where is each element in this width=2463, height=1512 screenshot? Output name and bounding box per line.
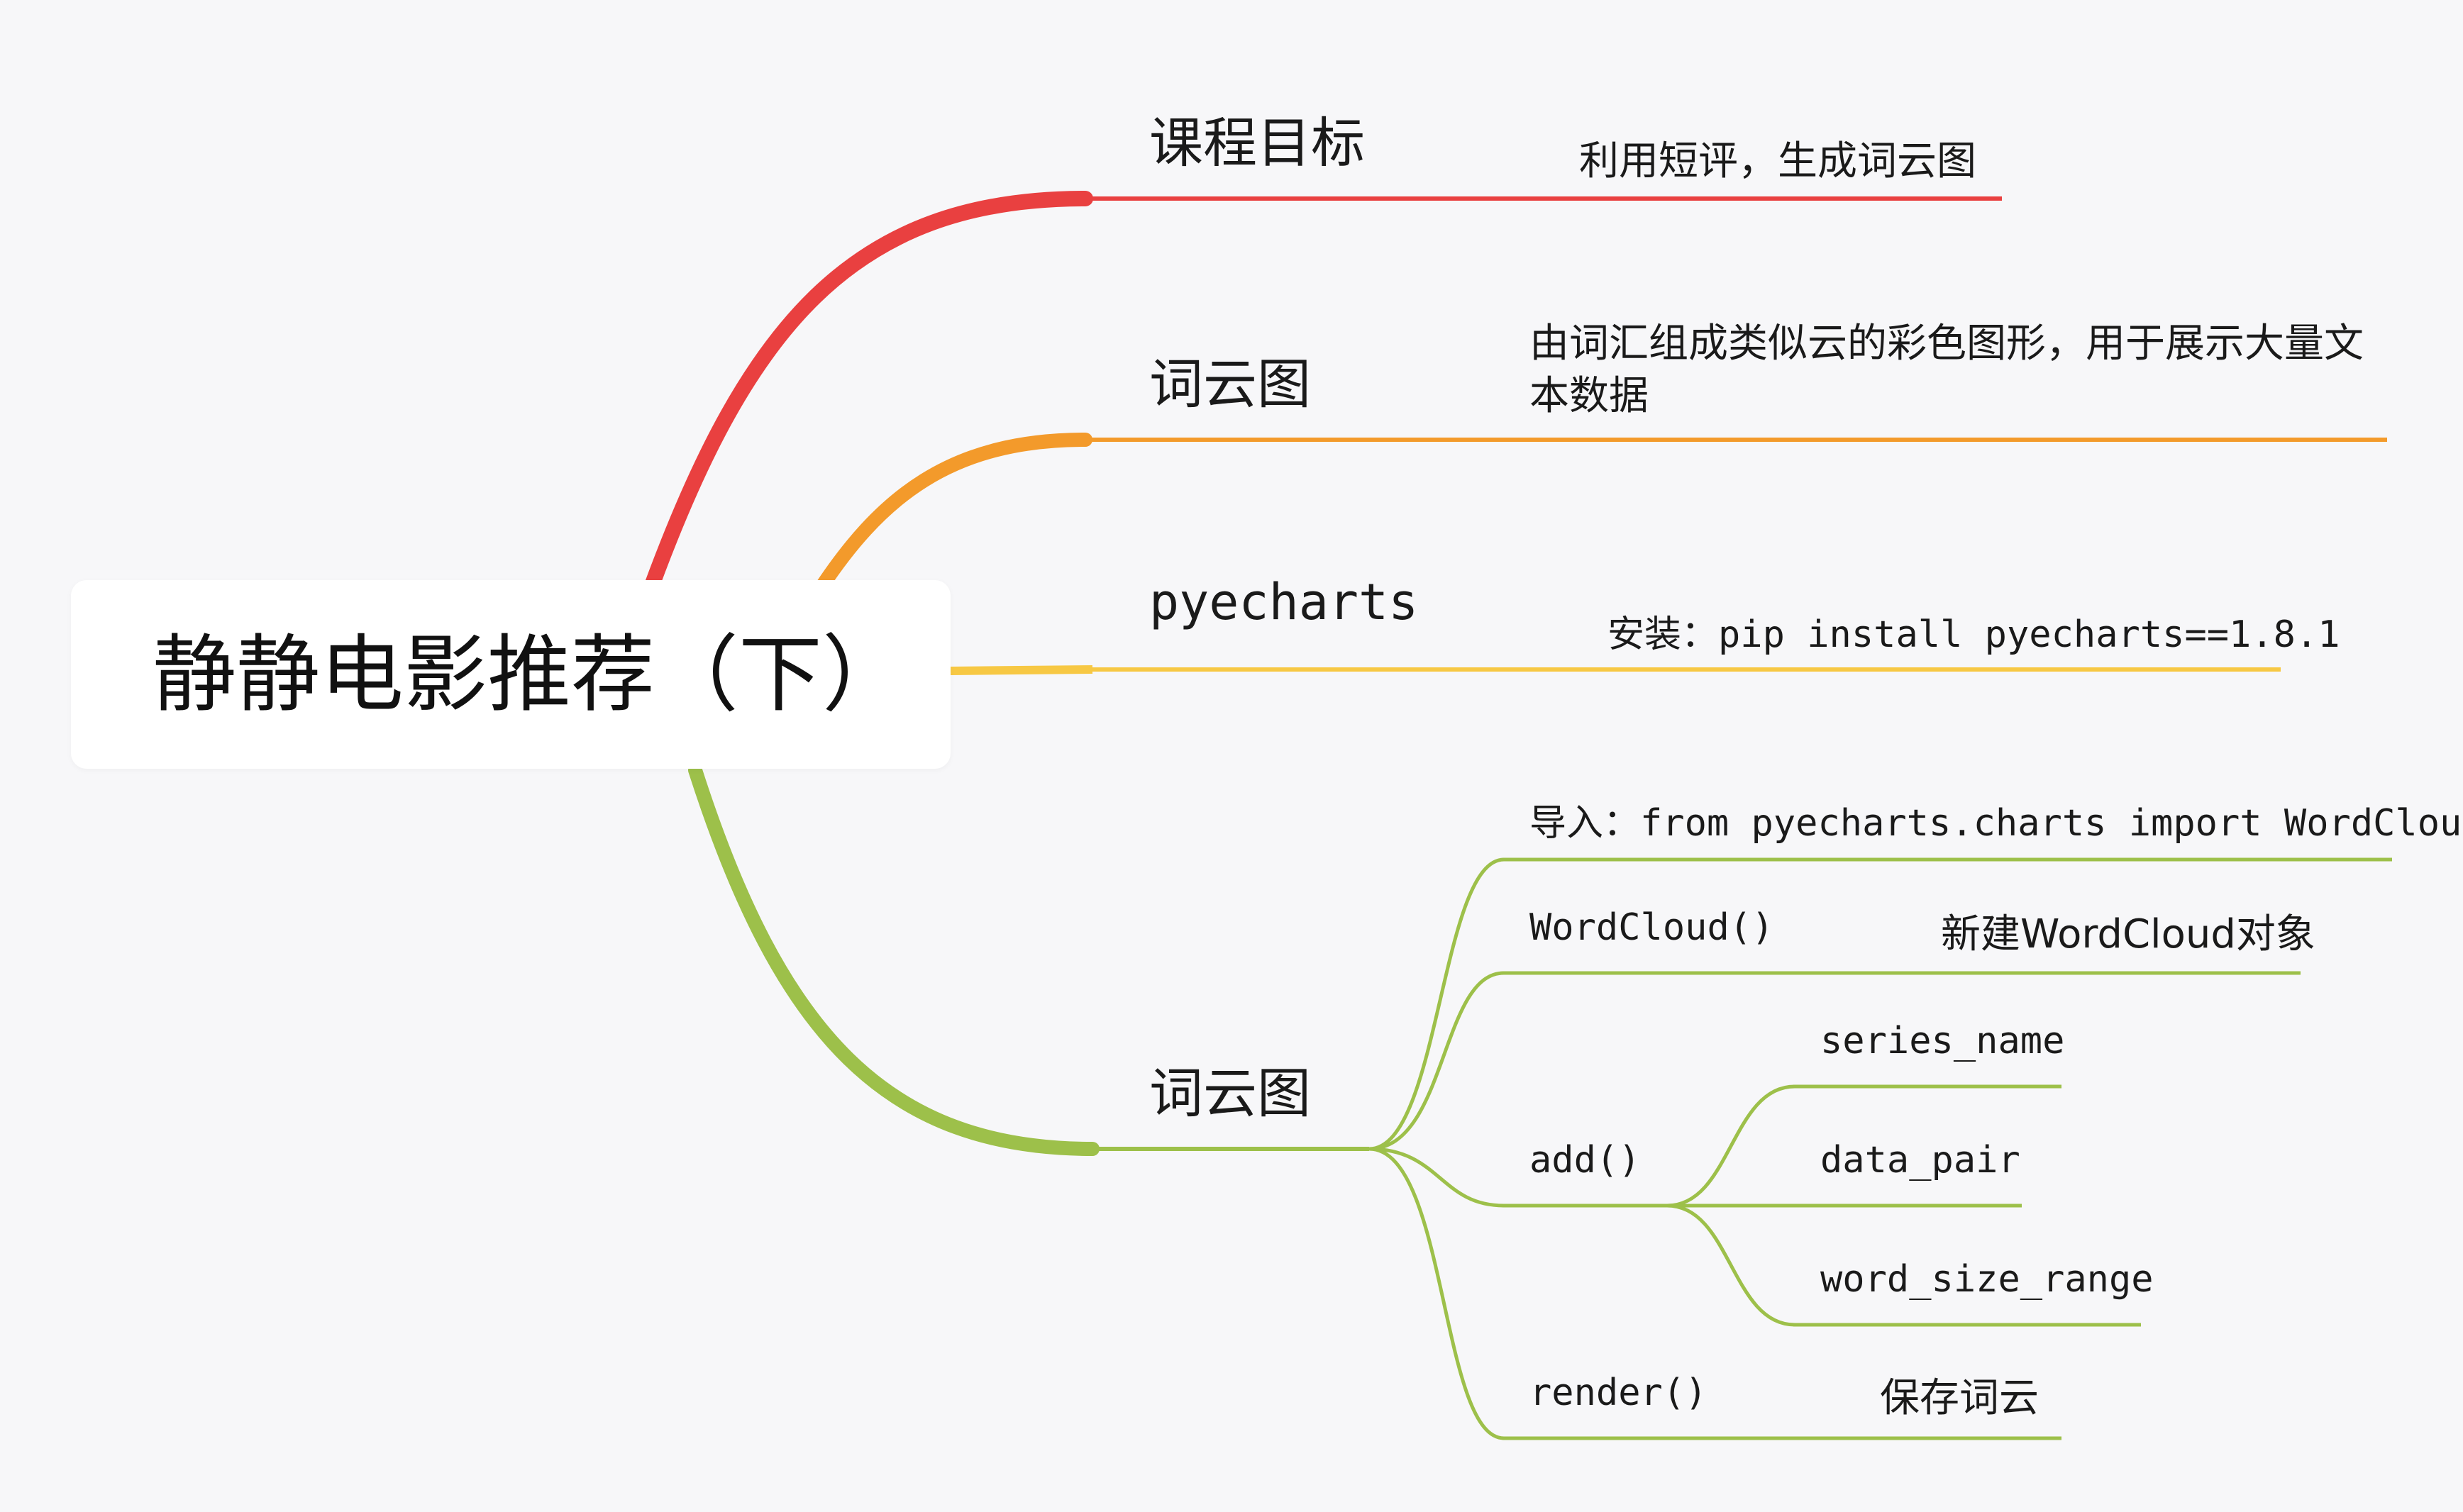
- branch-line-pyecharts: [950, 665, 1093, 675]
- branch-label-wordcloud-usage[interactable]: 词云图: [1149, 1062, 1311, 1125]
- root-node[interactable]: 静静电影推荐（下）: [71, 580, 951, 769]
- branch-label-course-goal[interactable]: 课程目标: [1149, 111, 1365, 174]
- render-note[interactable]: 保存词云: [1880, 1375, 2039, 1421]
- branch-label-wordcloud-def[interactable]: 词云图: [1149, 352, 1311, 416]
- param-word-size-range[interactable]: word_size_range: [1820, 1258, 2154, 1301]
- wordcloud-ctor-text[interactable]: WordCloud(): [1529, 906, 1774, 949]
- link-render: [1368, 1147, 1505, 1440]
- wordcloud-ctor-note[interactable]: 新建WordCloud对象: [1941, 911, 2315, 957]
- root-title: 静静电影推荐（下）: [153, 626, 907, 723]
- wordcloud-definition-text[interactable]: 由词汇组成类似云的彩色图形，用于展示大量文本数据: [1529, 321, 2364, 419]
- link-word-size-range: [1666, 1204, 1795, 1327]
- pyecharts-install-text[interactable]: 安装：pip install pyecharts==1.8.1: [1607, 613, 2340, 656]
- branch-line-course-goal: [638, 191, 1093, 611]
- branch-line-wordcloud-def: [809, 433, 1092, 603]
- render-text[interactable]: render(): [1529, 1372, 1708, 1414]
- import-text[interactable]: 导入：from pyecharts.charts import WordClou…: [1529, 802, 2463, 845]
- link-wordcloud-ctor: [1368, 971, 1505, 1151]
- link-import: [1368, 857, 1505, 1151]
- course-goal-text[interactable]: 利用短评，生成词云图: [1579, 138, 1976, 184]
- link-series-name: [1666, 1084, 1795, 1208]
- param-data-pair[interactable]: data_pair: [1820, 1139, 2020, 1182]
- branch-line-wordcloud-usage: [688, 763, 1100, 1156]
- add-text[interactable]: add(): [1529, 1139, 1641, 1182]
- link-add: [1368, 1147, 1505, 1208]
- param-series-name[interactable]: series_name: [1820, 1020, 2065, 1062]
- branch-label-pyecharts[interactable]: pyecharts: [1149, 573, 1419, 631]
